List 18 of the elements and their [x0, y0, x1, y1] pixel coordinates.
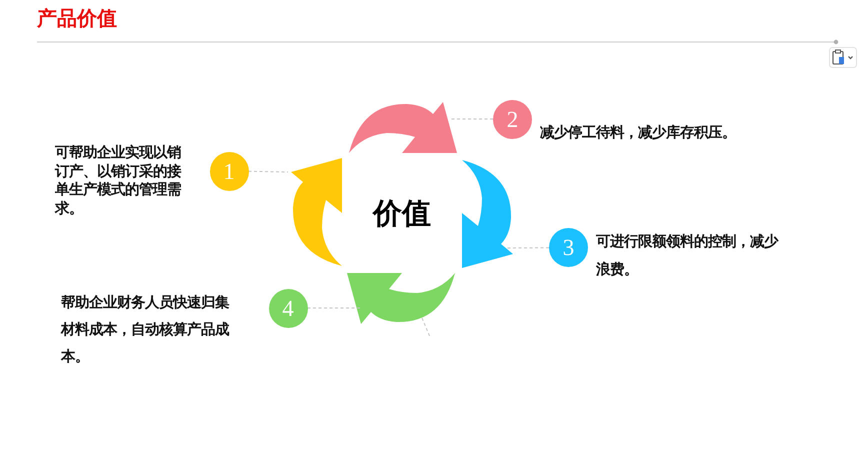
- curved-arrow: [347, 273, 455, 324]
- number-circle: 1: [210, 152, 248, 190]
- curved-arrow: [462, 160, 513, 268]
- number-circle: 3: [549, 228, 588, 267]
- center-text: 价值: [373, 197, 431, 229]
- title: 产品价值: [37, 5, 117, 31]
- leader-line: [422, 318, 430, 338]
- number-circle: 2: [493, 100, 532, 138]
- curved-arrow: [349, 102, 457, 153]
- description-text: 可进行限额领料的控制，减少浪费。: [596, 232, 780, 280]
- description-text: 帮助企业财务人员快速归集材料成本，自动核算产品成本。: [61, 294, 230, 367]
- description-text: 减少停工待料，减少库存积压。: [540, 124, 737, 142]
- leader-line: [448, 118, 494, 120]
- leader-line: [506, 247, 550, 248]
- leader-line: [248, 170, 288, 172]
- curved-arrow: [291, 158, 342, 266]
- number-circle: 4: [268, 288, 308, 328]
- description-text: 可帮助企业实现以销订产、以销订采的接单生产模式的管理需求。: [55, 144, 182, 218]
